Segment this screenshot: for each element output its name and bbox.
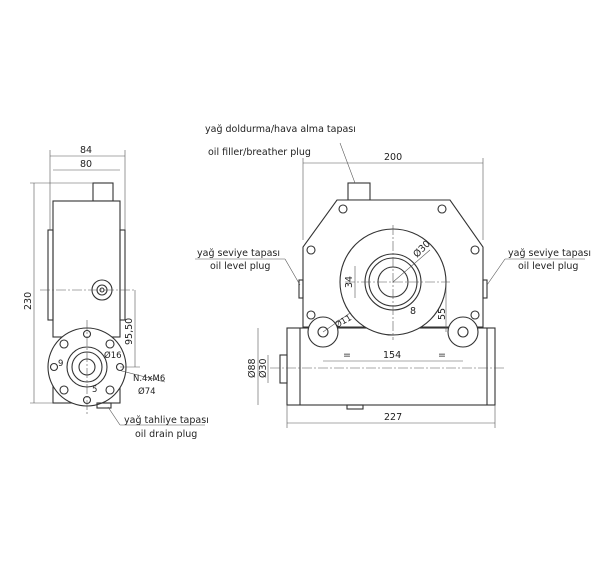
dim-230: 230: [23, 292, 34, 310]
side-housing: [52, 200, 121, 338]
dim-16: Ø16: [104, 350, 122, 361]
filler-label-tr: yağ doldurma/hava alma tapası: [205, 124, 356, 135]
front-view: 200 227 154 = = Ø30 34 8 Ø11 55 Ø88 Ø30 …: [195, 124, 591, 428]
dim-34: 34: [344, 276, 355, 288]
level-left-en: oil level plug: [210, 261, 270, 272]
dim-30-shaft: Ø30: [258, 358, 269, 378]
dim-equal-left: =: [343, 350, 351, 361]
drain-label-tr: yağ tahliye tapası: [124, 415, 209, 426]
drain-label-en: oil drain plug: [135, 429, 197, 440]
filler-label-en: oil filler/breather plug: [208, 147, 311, 158]
oil-level-plug-left: [298, 279, 304, 299]
level-right-en: oil level plug: [518, 261, 578, 272]
dim-74: Ø74: [138, 386, 156, 397]
dim-154: 154: [383, 350, 401, 361]
dim-84: 84: [80, 145, 92, 156]
dim-bolts: N.4xM6: [133, 374, 165, 384]
dim-200: 200: [384, 152, 402, 163]
filler-plug: [347, 182, 371, 201]
dim-95-50: 95,50: [124, 318, 135, 345]
dim-equal-right: =: [438, 350, 446, 361]
level-right-tr: yağ seviye tapası: [508, 248, 591, 259]
oil-level-plug-right: [482, 279, 488, 299]
dim-5: 5: [92, 385, 97, 395]
drain-plug-front: [346, 404, 364, 410]
dim-9: 9: [58, 359, 63, 369]
dim-80: 80: [80, 159, 92, 170]
dim-88: Ø88: [247, 358, 258, 378]
dim-8: 8: [410, 306, 416, 317]
dim-55: 55: [437, 308, 448, 320]
side-view: 84 80 230 95,50 9 Ø16 5 N.4xM6 Ø74 yağ t…: [23, 145, 209, 440]
filler-plug-side: [92, 182, 114, 202]
drain-plug: [96, 402, 112, 409]
output-shaft-boss: [279, 354, 288, 384]
foot-right: [447, 316, 479, 348]
level-left-tr: yağ seviye tapası: [197, 248, 280, 259]
dim-227: 227: [384, 412, 402, 423]
